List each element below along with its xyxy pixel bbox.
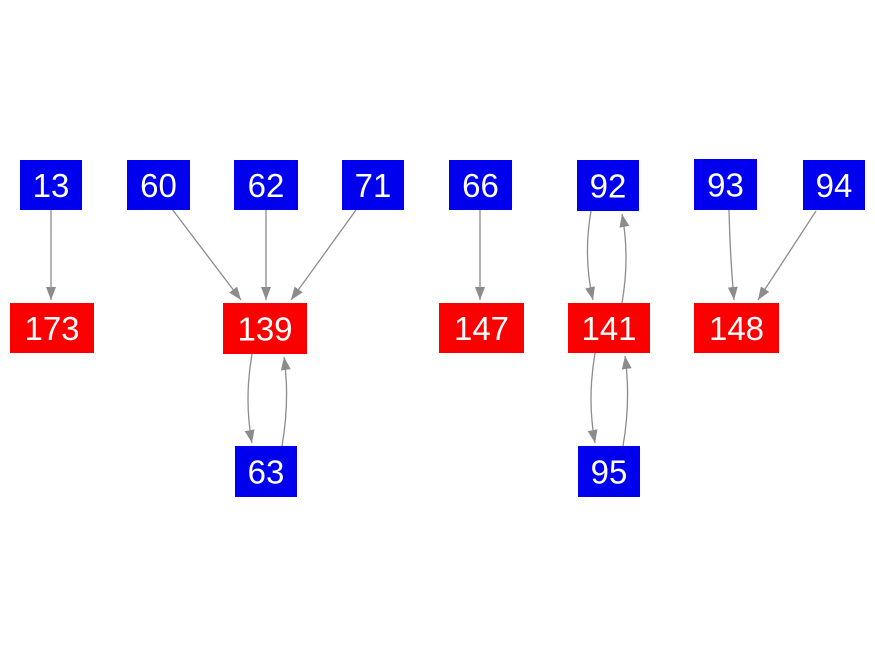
node-173-box: [10, 303, 94, 353]
node-147-box: [439, 303, 524, 353]
node-94-label: 94: [816, 167, 853, 204]
node-173-label: 173: [24, 310, 79, 347]
node-66-label: 66: [462, 167, 499, 204]
edge-layer: [46, 208, 817, 447]
node-63-box: [235, 446, 297, 497]
edge-94-to-148: [757, 210, 817, 301]
node-62-box: [234, 160, 298, 210]
edge-93-to-148: [727, 209, 738, 301]
node-95: 95: [578, 446, 640, 497]
node-66: 66: [449, 160, 512, 210]
node-62: 62: [234, 160, 298, 210]
node-93-label: 93: [707, 167, 744, 204]
node-60: 60: [127, 160, 190, 210]
node-71-label: 71: [355, 167, 392, 204]
node-94-box: [803, 160, 865, 210]
node-139-label: 139: [237, 311, 292, 348]
node-148-box: [694, 303, 779, 353]
node-93-box: [694, 159, 757, 210]
edge-141-to-92: [619, 213, 630, 304]
node-92-box: [577, 160, 639, 211]
edge-139-to-63: [244, 353, 255, 444]
edge-141-to-95: [587, 352, 598, 444]
node-60-label: 60: [140, 167, 177, 204]
node-92-label: 92: [590, 168, 627, 205]
node-141-label: 141: [581, 310, 636, 347]
edge-60-to-139: [171, 208, 242, 301]
node-94: 94: [803, 160, 865, 210]
node-63-label: 63: [248, 454, 285, 491]
node-71-box: [342, 160, 404, 210]
edge-71-to-139: [290, 209, 357, 301]
node-92: 92: [577, 160, 639, 211]
node-13: 13: [20, 160, 82, 210]
node-63: 63: [235, 446, 297, 497]
node-148-label: 148: [709, 310, 764, 347]
edge-95-to-141: [621, 355, 632, 447]
node-147: 147: [439, 303, 524, 353]
edge-63-to-139: [280, 356, 291, 447]
node-60-box: [127, 160, 190, 210]
node-95-label: 95: [591, 454, 628, 491]
node-141-box: [568, 303, 650, 353]
node-139: 139: [223, 303, 307, 354]
edge-92-to-141: [585, 210, 595, 301]
node-71: 71: [342, 160, 404, 210]
node-66-box: [449, 160, 512, 210]
node-layer: 13 60 62 71 66 92 93 94 173 139 147 141 148 63 95: [10, 159, 865, 497]
node-141: 141: [568, 303, 650, 353]
node-139-box: [223, 303, 307, 354]
node-148: 148: [694, 303, 779, 353]
node-93: 93: [694, 159, 757, 210]
node-147-label: 147: [454, 310, 509, 347]
node-62-label: 62: [248, 167, 285, 204]
node-13-box: [20, 160, 82, 210]
node-95-box: [578, 446, 640, 497]
node-173: 173: [10, 303, 94, 353]
node-13-label: 13: [33, 167, 70, 204]
